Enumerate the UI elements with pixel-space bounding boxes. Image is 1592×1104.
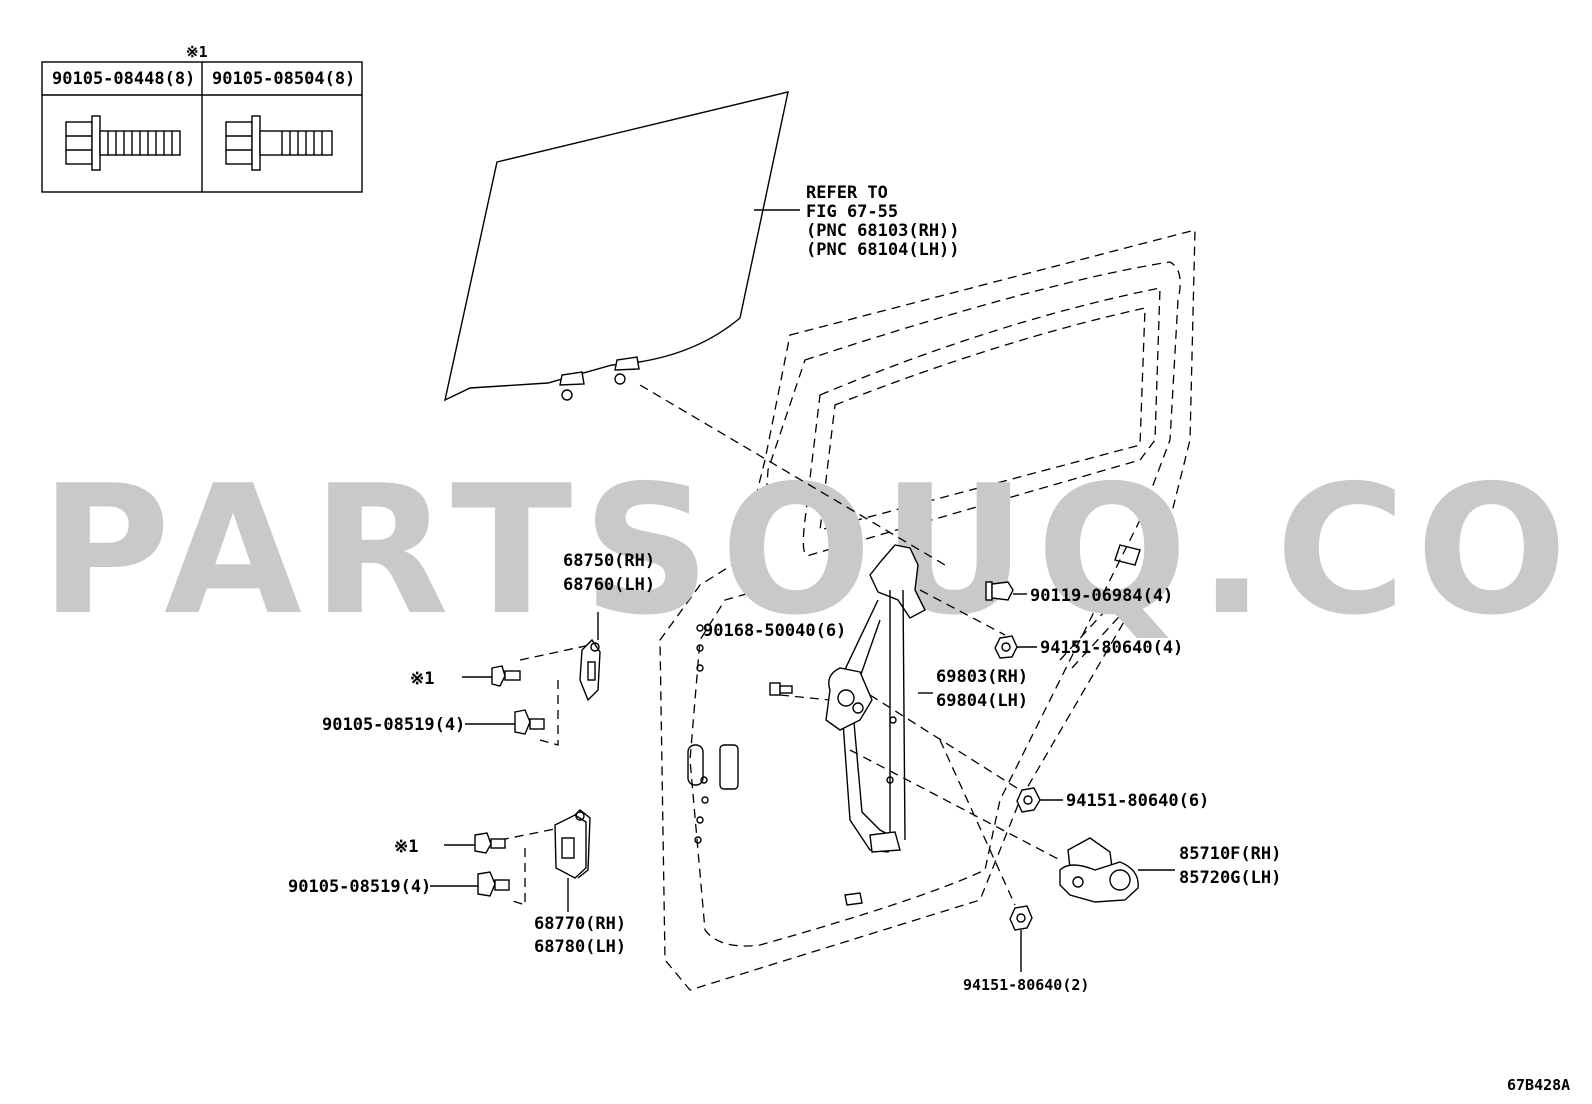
door-glass bbox=[444, 91, 789, 402]
label-bolt-lower: 90105-08519(4) bbox=[288, 877, 431, 897]
bolt-90105-upper-icon bbox=[514, 709, 545, 735]
nut-mid-icon bbox=[1016, 787, 1041, 813]
refer-line3: (PNC 68103(RH)) bbox=[806, 221, 960, 241]
nut-top-icon bbox=[994, 635, 1018, 659]
regulator-motor bbox=[1059, 837, 1139, 903]
label-nut-bottom: 94151-80640(2) bbox=[963, 976, 1089, 994]
label-motor-lh: 85720G(LH) bbox=[1179, 868, 1281, 888]
window-regulator bbox=[825, 544, 926, 853]
door-panel-outline bbox=[659, 229, 1196, 991]
label-nut-top: 94151-80640(4) bbox=[1040, 638, 1183, 658]
label-bolt-regulator: 90168-50040(6) bbox=[703, 621, 846, 641]
bolt-short-icon bbox=[65, 115, 181, 171]
label-motor-rh: 85710F(RH) bbox=[1179, 844, 1281, 864]
label-mark1-upper: ※1 bbox=[410, 669, 434, 689]
bolt-90105-lower-icon bbox=[477, 871, 510, 897]
legend-col2: 90105-08504(8) bbox=[212, 69, 355, 89]
label-hinge-upper-lh: 68760(LH) bbox=[563, 575, 655, 595]
bolt-long-icon bbox=[225, 115, 333, 171]
refer-line1: REFER TO bbox=[806, 183, 888, 203]
label-regulator-rh: 69803(RH) bbox=[936, 667, 1028, 687]
refer-line4: (PNC 68104(LH)) bbox=[806, 240, 960, 260]
label-nut-mid: 94151-80640(6) bbox=[1066, 791, 1209, 811]
watermark-text: PARTSOUQ.COM bbox=[40, 447, 1592, 654]
bolt-90168-icon bbox=[769, 682, 793, 696]
legend-table: ※1 90105-08448(8) 90105-08504(8) bbox=[41, 43, 363, 193]
figure-code: 67B428A bbox=[1507, 1076, 1570, 1094]
label-bolt-top: 90119-06984(4) bbox=[1030, 586, 1173, 606]
nut-bottom-icon bbox=[1009, 905, 1033, 931]
bolt-90119-icon bbox=[985, 581, 1014, 601]
refer-note: REFER TO FIG 67-55 (PNC 68103(RH)) (PNC … bbox=[806, 183, 960, 260]
bolt-mark1-lower-icon bbox=[474, 832, 506, 854]
upper-hinge bbox=[579, 638, 601, 702]
bolt-mark1-upper-icon bbox=[491, 665, 521, 687]
label-mark1-lower: ※1 bbox=[394, 837, 418, 857]
lower-hinge bbox=[554, 809, 591, 879]
legend-mark: ※1 bbox=[186, 43, 208, 61]
label-bolt-upper: 90105-08519(4) bbox=[322, 715, 465, 735]
label-regulator-lh: 69804(LH) bbox=[936, 691, 1028, 711]
label-hinge-upper-rh: 68750(RH) bbox=[563, 551, 655, 571]
refer-line2: FIG 67-55 bbox=[806, 202, 898, 222]
label-hinge-lower-lh: 68780(LH) bbox=[534, 937, 626, 957]
legend-col1: 90105-08448(8) bbox=[52, 69, 195, 89]
label-hinge-lower-rh: 68770(RH) bbox=[534, 914, 626, 934]
